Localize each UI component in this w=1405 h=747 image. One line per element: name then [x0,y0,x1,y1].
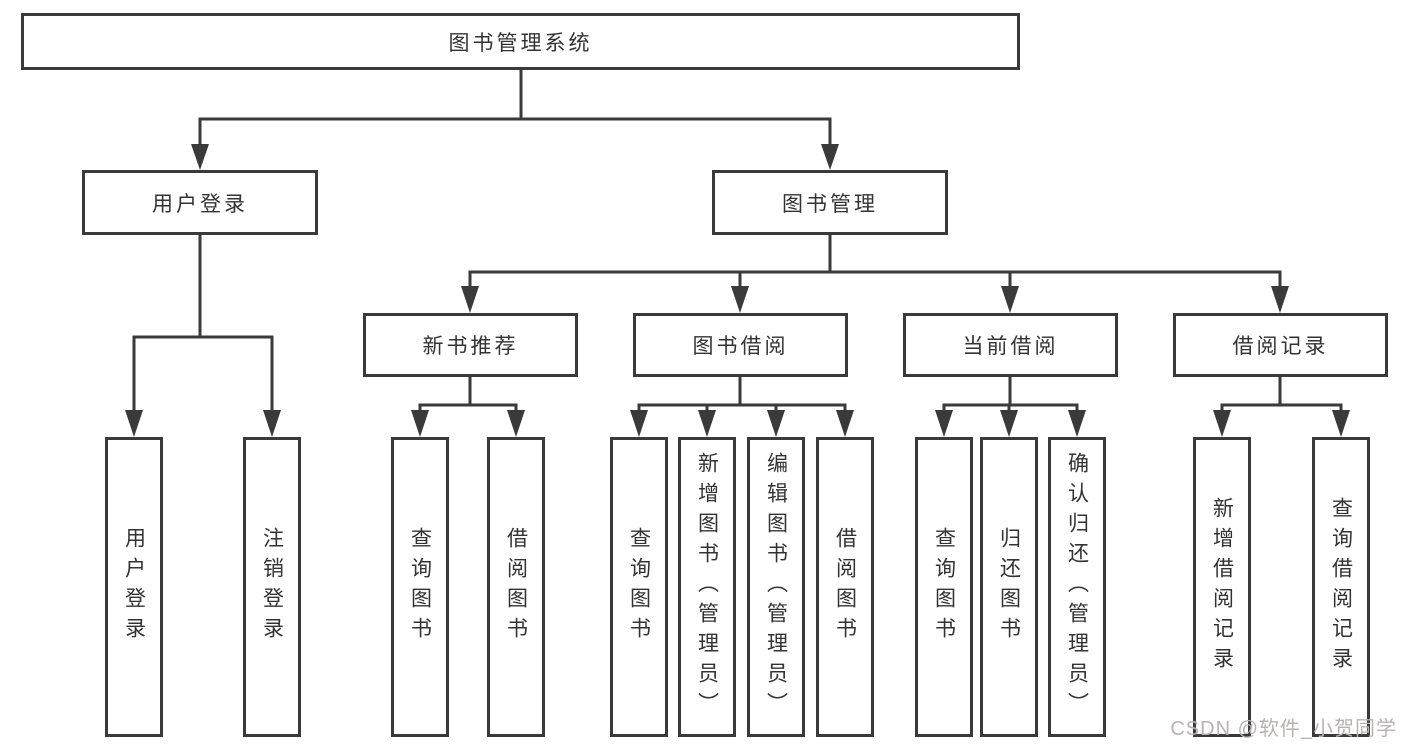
leaf-user-login: 用户登录 [105,437,163,737]
connector-borrow-records-children [1213,375,1350,437]
node-book-borrow: 图书借阅 [633,313,848,377]
arrowhead [507,410,525,437]
leaf-label: 注销登录 [260,527,284,647]
leaf-bb-edit-book-admin: 编辑图书（管理员） [747,437,805,737]
arrowhead [836,410,854,437]
arrowhead [698,410,716,437]
arrowhead [191,144,209,170]
leaf-bb-add-book-admin: 新增图书（管理员） [678,437,736,737]
leaf-label: 查询借阅记录 [1329,497,1353,677]
leaf-cb-query-book: 查询图书 [915,437,973,737]
arrowhead [1068,410,1086,437]
leaf-label: 查询图书 [932,527,956,647]
node-new-book-recommend: 新书推荐 [363,313,578,377]
connector-user-login-children [125,233,281,437]
leaf-label: 新增图书（管理员） [695,452,719,722]
leaf-label: 用户登录 [122,527,146,647]
leaf-bb-query-book: 查询图书 [610,437,668,737]
arrowhead [731,286,749,313]
connector-current-borrow-children [935,375,1086,437]
node-book-management: 图书管理 [712,170,948,235]
arrowhead [767,410,785,437]
leaf-label: 查询图书 [627,527,651,647]
arrowhead [263,410,281,437]
leaf-nbr-borrow-book: 借阅图书 [487,437,545,737]
leaf-label: 借阅图书 [833,527,857,647]
connector-book-borrow-children [630,375,854,437]
leaf-bb-borrow-book: 借阅图书 [816,437,874,737]
connector-new-book-recommend-children [411,375,525,437]
leaf-cb-return-book: 归还图书 [980,437,1038,737]
node-current-borrow: 当前借阅 [903,313,1118,377]
arrowhead [821,144,839,170]
arrowhead [461,286,479,313]
leaf-label: 编辑图书（管理员） [764,452,788,722]
leaf-label: 新增借阅记录 [1210,497,1234,677]
arrowhead [1000,410,1018,437]
watermark: CSDN @软件_小贺同学 [1170,718,1397,740]
arrowhead [1271,286,1289,313]
arrowhead [125,410,143,437]
leaf-br-query-record: 查询借阅记录 [1312,437,1370,737]
connector-root-to-level2 [191,68,839,170]
leaf-label: 查询图书 [408,527,432,647]
arrowhead [1213,410,1231,437]
leaf-cb-confirm-return-admin: 确认归还（管理员） [1048,437,1106,737]
leaf-label: 借阅图书 [504,527,528,647]
node-root-system: 图书管理系统 [21,13,1020,70]
arrowhead [1332,410,1350,437]
arrowhead [630,410,648,437]
leaf-logout: 注销登录 [243,437,301,737]
leaf-label: 确认归还（管理员） [1065,452,1089,722]
leaf-br-add-record: 新增借阅记录 [1193,437,1251,737]
connector-book-management-children [461,233,1289,313]
node-borrow-records: 借阅记录 [1173,313,1388,377]
arrowhead [411,410,429,437]
leaf-label: 归还图书 [997,527,1021,647]
arrowhead [935,410,953,437]
leaf-nbr-query-book: 查询图书 [391,437,449,737]
arrowhead [1001,286,1019,313]
node-user-login: 用户登录 [82,170,318,235]
